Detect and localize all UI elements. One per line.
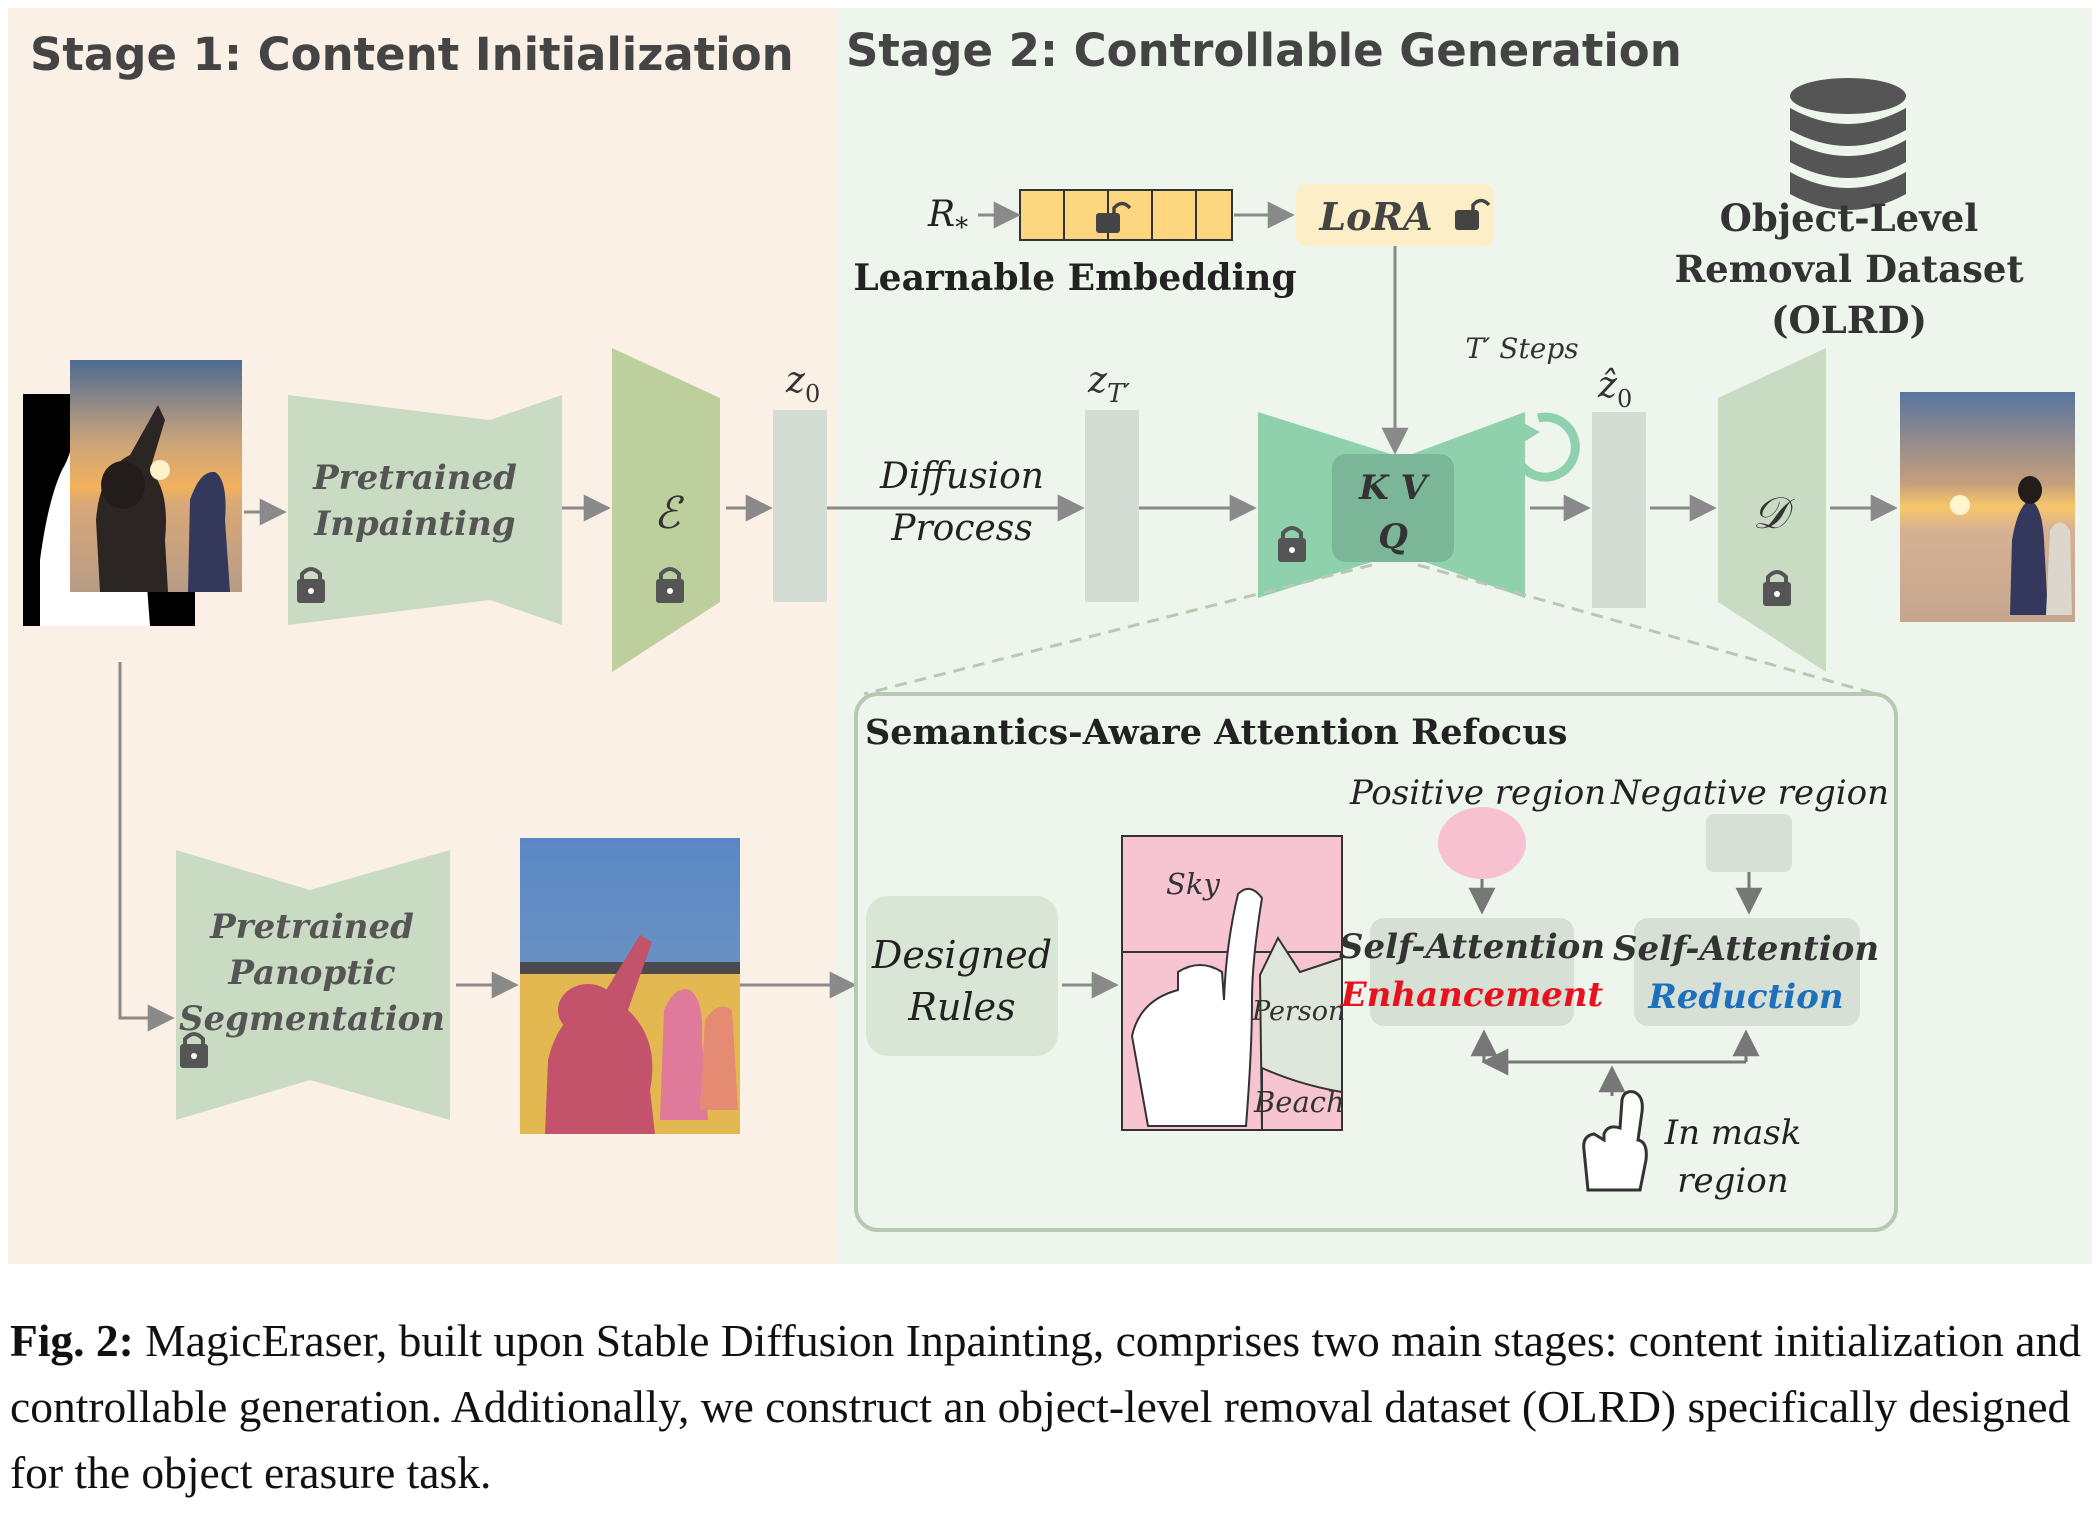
negative-region-marker bbox=[1706, 814, 1792, 872]
latent-zhat-label: ẑ0 bbox=[1597, 365, 1632, 413]
dataset-line3: (OLRD) bbox=[1771, 298, 1927, 342]
flow-arrows bbox=[118, 201, 1898, 1032]
lora-label: LoRA bbox=[1318, 194, 1432, 239]
positive-region-label: Positive region bbox=[1349, 773, 1606, 813]
sa-enhancement: Enhancement bbox=[1340, 975, 1604, 1015]
encoder-symbol: ℰ bbox=[654, 488, 685, 539]
decoder-module bbox=[1718, 348, 1826, 672]
mask-region-line1: In mask bbox=[1664, 1113, 1802, 1153]
latent-z0-label: z0 bbox=[785, 360, 820, 408]
learnable-embedding-tokens bbox=[1019, 189, 1233, 241]
inpainting-line2: Inpainting bbox=[313, 504, 515, 544]
photo-head bbox=[101, 461, 145, 509]
segmentation-map bbox=[520, 838, 740, 1134]
segmentation-line2: Panoptic bbox=[227, 953, 395, 993]
dataset-line1: Object-Level bbox=[1720, 196, 1979, 240]
input-image bbox=[23, 360, 242, 626]
refocus-panel bbox=[854, 692, 1898, 1232]
inpainting-module bbox=[288, 395, 562, 625]
output-image bbox=[1900, 392, 2075, 622]
diffusion-line2: Process bbox=[890, 508, 1033, 549]
figure-caption: Fig. 2: MagicEraser, built upon Stable D… bbox=[10, 1308, 2090, 1506]
segmentation-line3: Segmentation bbox=[179, 999, 445, 1039]
sa-title-enhancement: Self-Attention bbox=[1339, 927, 1605, 967]
negative-region-label: Negative region bbox=[1610, 773, 1889, 813]
segmentation-line1: Pretrained bbox=[209, 907, 414, 947]
latent-zt bbox=[1085, 410, 1139, 602]
unlock-icon bbox=[1096, 201, 1132, 233]
photo-person-right bbox=[188, 471, 230, 592]
dataset-line2: Removal Dataset bbox=[1674, 247, 2023, 291]
refocus-title: Semantics-Aware Attention Refocus bbox=[865, 712, 1567, 753]
unlock-icon bbox=[1455, 198, 1491, 230]
sa-title-reduction: Self-Attention bbox=[1613, 929, 1879, 969]
rules-line2: Rules bbox=[907, 985, 1015, 1029]
lock-icon bbox=[656, 567, 684, 603]
lock-icon bbox=[1763, 570, 1791, 606]
self-attention-enhancement-box bbox=[1370, 918, 1574, 1026]
lock-icon bbox=[180, 1032, 208, 1068]
hand-pointer-icon bbox=[1582, 1090, 1648, 1192]
zoom-lines bbox=[863, 563, 1877, 696]
embedding-r-label: R* bbox=[927, 194, 968, 243]
rules-line1: Designed bbox=[871, 933, 1052, 977]
lock-icon bbox=[1278, 526, 1306, 562]
seg-label-beach: Beach bbox=[1253, 1085, 1345, 1119]
diffusion-line1: Diffusion bbox=[879, 456, 1044, 497]
svg-text:z0: z0 bbox=[785, 360, 820, 408]
attention-q: Q bbox=[1378, 517, 1408, 557]
embedding-label: Learnable Embedding bbox=[853, 257, 1296, 299]
sa-reduction: Reduction bbox=[1647, 977, 1843, 1017]
diagram: Stage 1: Content Initialization Stage 2:… bbox=[8, 8, 2092, 1264]
region-arrows bbox=[1468, 872, 1763, 915]
encoder-module bbox=[612, 348, 720, 672]
mask-arrows bbox=[1470, 1029, 1760, 1096]
caption-label: Fig. 2: bbox=[10, 1315, 134, 1366]
panoptic-segmentation-module bbox=[176, 850, 450, 1120]
positive-region-marker bbox=[1438, 807, 1526, 879]
self-attention-reduction-box bbox=[1634, 918, 1860, 1026]
inpainting-line1: Pretrained bbox=[312, 458, 517, 498]
lora-box bbox=[1296, 184, 1494, 246]
seg-label-person: Person bbox=[1251, 996, 1345, 1027]
lock-icon bbox=[297, 567, 325, 603]
seg-label-sky: Sky bbox=[1166, 867, 1220, 901]
loop-icon bbox=[1510, 412, 1580, 482]
caption-text: MagicEraser, built upon Stable Diffusion… bbox=[10, 1315, 2081, 1498]
attention-kvq-box bbox=[1332, 454, 1454, 562]
stage1-title: Stage 1: Content Initialization bbox=[30, 28, 794, 81]
latent-zt-label: zT′ bbox=[1087, 360, 1130, 409]
photo-sun bbox=[150, 460, 170, 480]
latent-z0 bbox=[773, 410, 827, 602]
steps-label: T′ Steps bbox=[1465, 332, 1578, 365]
attention-kv: K V bbox=[1358, 468, 1430, 508]
mask-region-line2: region bbox=[1677, 1161, 1788, 1201]
segmentation-schematic bbox=[1121, 835, 1343, 1131]
latent-zhat0 bbox=[1592, 412, 1646, 608]
svg-text:R*: R* bbox=[927, 194, 968, 243]
stage2-title: Stage 2: Controllable Generation bbox=[846, 24, 1682, 77]
svg-text:ẑ0: ẑ0 bbox=[1597, 365, 1632, 413]
designed-rules-box bbox=[866, 896, 1058, 1056]
database-icon bbox=[1790, 78, 1906, 210]
svg-text:zT′: zT′ bbox=[1087, 360, 1130, 409]
